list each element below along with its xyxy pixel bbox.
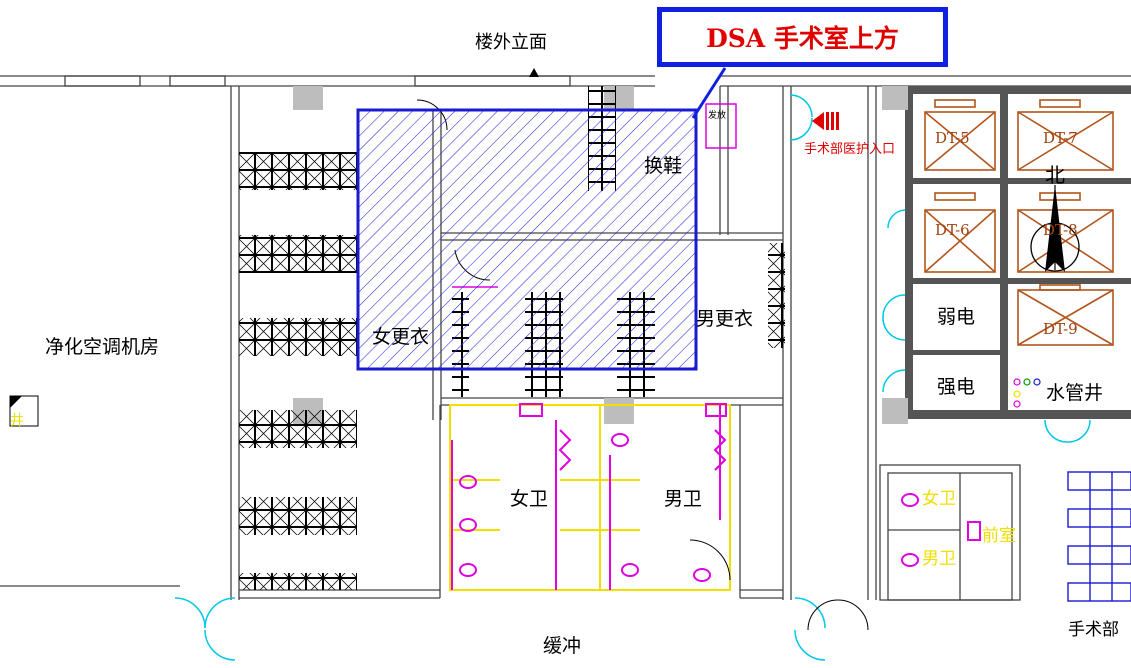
label-hvac-room: 净化空调机房 [45,336,160,358]
callout-dsa-above: DSA 手术室上方 [657,7,948,67]
or-equipment [1067,471,1131,602]
label-small-women-toilet: 女卫 [922,489,956,509]
exterior-wall [0,75,1131,87]
label-north: 北 [1045,163,1065,187]
doors [174,94,1091,661]
small-toilet-fixtures [901,493,981,567]
label-anteroom: 前室 [982,526,1016,546]
elevator-label: DT-9 [1043,320,1078,338]
label-men-toilet: 男卫 [664,488,703,510]
shaft-marker [9,395,39,427]
north-arrow-icon [1030,185,1080,272]
elevator-label: DT-7 [1043,129,1078,147]
dsa-highlight-region [356,108,698,371]
label-women-locker: 女更衣 [372,326,430,348]
elevators [924,99,1114,346]
dispense-cabinet [705,103,737,149]
entrance-arrow-icon [812,112,839,130]
label-or-staff-entrance: 手术部医护入口 [804,142,896,157]
label-women-toilet: 女卫 [510,488,549,510]
label-exterior-facade: 楼外立面 [475,32,547,53]
toilet-fixtures [451,403,727,590]
elevator-label: DT-6 [935,221,970,239]
label-men-locker: 男更衣 [696,308,754,330]
label-water-shaft: 水管井 [1046,382,1104,404]
facade-marker-icon [529,68,539,77]
elevator-label: DT-8 [1043,221,1078,239]
water-pipes [1013,378,1041,408]
core-block [905,86,1131,419]
label-weak-current: 弱电 [937,306,976,328]
label-dispense: 发放 [708,111,727,121]
label-strong-current: 强电 [937,376,976,398]
label-buffer: 缓冲 [543,635,582,657]
label-change-shoes: 换鞋 [644,155,683,177]
locker-rows [239,152,357,590]
label-or-dept: 手术部 [1068,620,1119,640]
label-shaft-left: 井 [10,413,24,429]
elevator-label: DT-5 [935,129,970,147]
label-small-men-toilet: 男卫 [922,549,956,569]
callout-pointer [691,67,727,119]
small-toilet-block [879,464,1021,601]
